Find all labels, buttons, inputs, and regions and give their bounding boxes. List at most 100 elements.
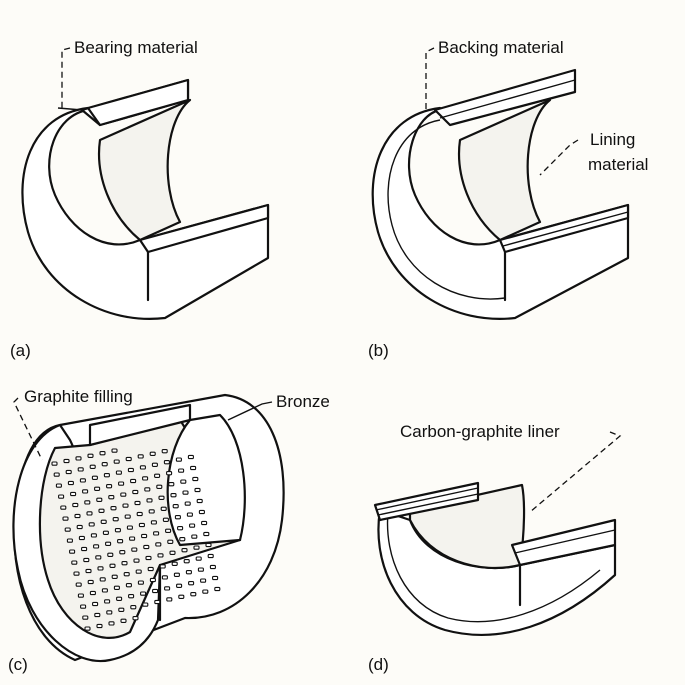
- graphite-plug: [118, 481, 125, 486]
- graphite-plug: [90, 533, 97, 538]
- graphite-plug: [72, 502, 79, 508]
- panel-c-bearing: [12, 393, 285, 663]
- graphite-plug: [81, 546, 88, 552]
- graphite-plug: [163, 460, 170, 465]
- graphite-plug: [176, 583, 183, 588]
- graphite-plug: [84, 500, 91, 505]
- graphite-plug: [178, 468, 185, 473]
- graphite-plug: [100, 519, 107, 524]
- graphite-plug: [85, 568, 92, 574]
- graphite-plug: [162, 517, 169, 522]
- graphite-plug: [109, 563, 116, 568]
- graphite-plug: [96, 497, 103, 502]
- graphite-plug: [197, 567, 204, 572]
- graphite-plug: [122, 503, 129, 508]
- graphite-plug: [125, 456, 132, 462]
- graphite-plug: [209, 564, 216, 570]
- panel-a-label: Bearing material: [74, 38, 198, 57]
- graphite-plug: [53, 472, 60, 477]
- graphite-plug: [138, 522, 145, 528]
- graphite-plug: [184, 501, 191, 506]
- graphite-plug: [141, 533, 148, 539]
- graphite-plug: [212, 575, 219, 581]
- graphite-plug: [79, 478, 86, 483]
- graphite-plug: [174, 515, 181, 520]
- graphite-plug: [82, 615, 89, 620]
- graphite-plug: [94, 486, 101, 491]
- graphite-plug: [130, 478, 137, 484]
- graphite-plug: [168, 482, 175, 487]
- graphite-plug: [89, 590, 96, 596]
- graphite-plug: [183, 559, 190, 564]
- graphite-plug: [132, 489, 139, 495]
- graphite-plug: [172, 504, 179, 509]
- panel-b-backing-leader: [425, 47, 435, 112]
- graphite-plug: [108, 621, 115, 626]
- graphite-plug: [189, 523, 196, 528]
- graphite-plug: [89, 464, 96, 469]
- graphite-plug: [154, 473, 161, 478]
- graphite-plug: [76, 524, 83, 530]
- graphite-plug: [70, 491, 77, 497]
- graphite-plug: [154, 599, 161, 605]
- graphite-plug: [151, 462, 158, 467]
- graphite-plug: [177, 526, 184, 531]
- graphite-plug: [142, 602, 149, 607]
- graphite-plug: [161, 449, 168, 454]
- graphite-plug: [126, 525, 133, 530]
- panel-b-caption: (b): [368, 341, 389, 360]
- graphite-plug: [179, 537, 186, 542]
- graphite-plug: [119, 550, 126, 555]
- graphite-plug: [87, 579, 94, 585]
- graphite-plug: [160, 506, 167, 511]
- graphite-plug: [150, 520, 157, 525]
- graphite-plug: [148, 509, 155, 514]
- panel-b-lining-label-2: material: [588, 155, 648, 174]
- graphite-plug: [113, 459, 120, 464]
- graphite-plug: [155, 542, 162, 547]
- panel-d-liner: [373, 481, 617, 636]
- graphite-plug: [103, 473, 110, 478]
- graphite-plug: [75, 582, 82, 587]
- panel-c-graphite-label: Graphite filling: [24, 387, 133, 406]
- panel-d-label: Carbon-graphite liner: [400, 422, 560, 441]
- graphite-plug: [112, 517, 119, 522]
- graphite-plug: [101, 462, 108, 467]
- graphite-plug: [113, 585, 120, 590]
- graphite-plug: [83, 557, 90, 563]
- graphite-plug: [128, 594, 135, 599]
- graphite-plug: [129, 536, 136, 541]
- graphite-plug: [73, 571, 80, 576]
- graphite-plug: [156, 484, 163, 489]
- panel-c-caption: (c): [8, 655, 28, 674]
- graphite-plug: [149, 577, 156, 583]
- graphite-plug: [106, 610, 113, 615]
- graphite-plug: [55, 483, 62, 488]
- graphite-plug: [147, 566, 154, 572]
- graphite-plug: [130, 605, 137, 610]
- graphite-plug: [69, 549, 76, 554]
- graphite-plug: [195, 556, 202, 561]
- graphite-plug: [198, 509, 205, 515]
- graphite-plug: [144, 487, 151, 492]
- graphite-plug: [58, 494, 65, 499]
- graphite-plug: [74, 513, 81, 519]
- graphite-plug: [203, 531, 210, 537]
- graphite-plug: [196, 498, 203, 504]
- graphite-plug: [202, 589, 209, 594]
- graphite-plug: [191, 534, 198, 539]
- graphite-plug: [111, 448, 118, 453]
- graphite-plug: [205, 542, 212, 548]
- graphite-plug: [101, 588, 108, 593]
- graphite-plug: [167, 539, 174, 544]
- graphite-plug: [173, 572, 180, 577]
- graphite-plug: [77, 593, 84, 598]
- graphite-plug: [67, 480, 74, 486]
- graphite-plug: [117, 539, 124, 544]
- graphite-plug: [134, 500, 141, 506]
- graphite-plug: [62, 516, 69, 521]
- graphite-plug: [106, 484, 113, 489]
- graphite-plug: [86, 511, 93, 516]
- graphite-plug: [137, 580, 144, 585]
- graphite-plug: [127, 467, 134, 473]
